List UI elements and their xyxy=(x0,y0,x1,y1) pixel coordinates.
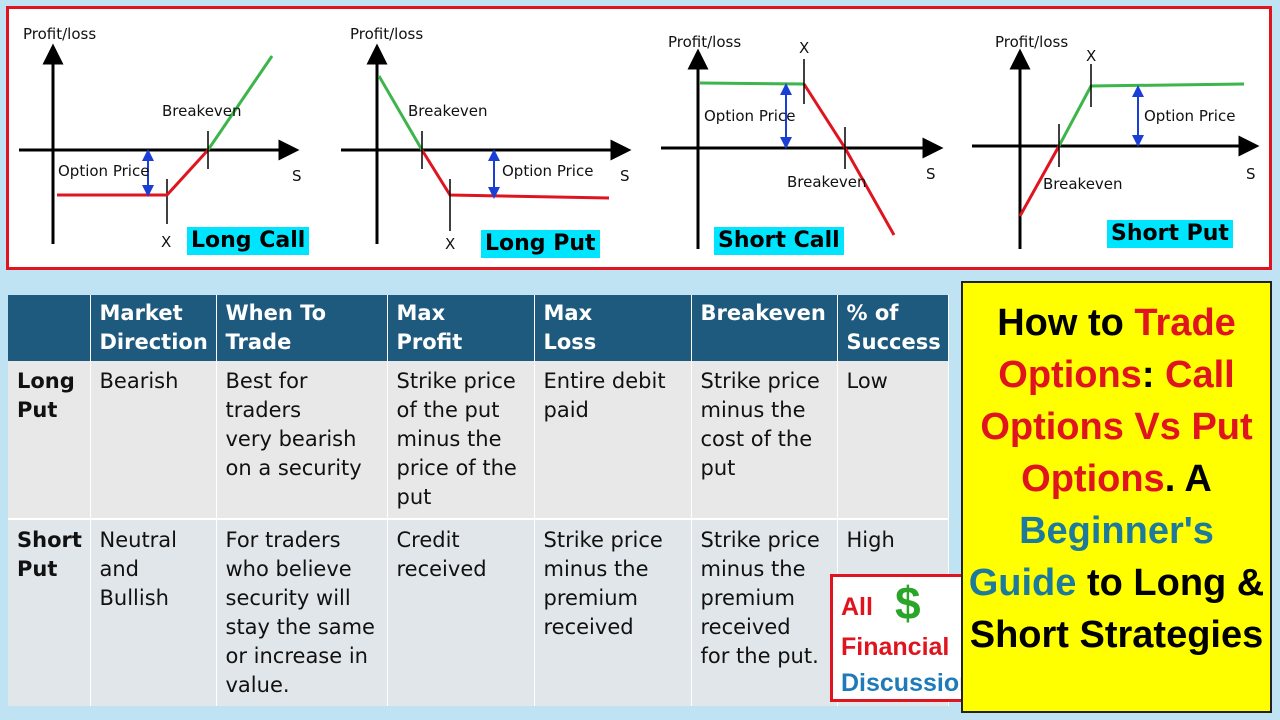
dollar-icon: $ xyxy=(895,577,921,629)
profit-loss-label: Profit/loss xyxy=(23,25,96,43)
diagram-short-call: Profit/loss X Option Price Breakeven S xyxy=(661,33,944,249)
spot-label: S xyxy=(620,167,630,185)
spot-label: S xyxy=(292,167,302,185)
logo-financial-text: Financial xyxy=(841,633,950,661)
title-part: : xyxy=(1141,354,1166,396)
title-box: How to Trade Options: Call Options Vs Pu… xyxy=(961,281,1272,713)
breakeven-label: Breakeven xyxy=(1043,175,1123,193)
header-breakeven: Breakeven xyxy=(691,295,838,361)
option-price-label: Option Price xyxy=(58,162,149,180)
title-short-put: Short Put xyxy=(1107,220,1233,248)
profit-line xyxy=(206,55,274,151)
header-cell xyxy=(8,295,91,361)
title-short-call: Short Call xyxy=(714,227,844,255)
spot-label: S xyxy=(926,165,936,183)
title-part: Beginner's Guide xyxy=(968,510,1214,604)
payoff-diagrams-svg: Profit/loss Breakeven Option Price X S P… xyxy=(19,25,1260,253)
diagram-short-put: Profit/loss X Option Price Breakeven S xyxy=(972,33,1260,249)
title-long-call: Long Call xyxy=(187,227,310,255)
table-cell: Bearish xyxy=(90,361,217,520)
breakeven-label: Breakeven xyxy=(787,173,867,191)
strike-label: X xyxy=(161,233,171,251)
title-part: How to xyxy=(997,302,1135,344)
logo-all-text: All xyxy=(841,593,873,621)
loss-line xyxy=(1018,145,1061,217)
page-title: How to Trade Options: Call Options Vs Pu… xyxy=(963,297,1270,661)
strike-label: X xyxy=(799,39,809,57)
profit-line xyxy=(377,75,424,151)
title-part: to Long & Short Strategies xyxy=(969,562,1265,656)
option-price-label: Option Price xyxy=(1144,107,1235,125)
title-long-put: Long Put xyxy=(481,230,600,258)
breakeven-label: Breakeven xyxy=(162,102,242,120)
profit-loss-label: Profit/loss xyxy=(668,33,741,51)
loss-line xyxy=(57,148,210,197)
breakeven-label: Breakeven xyxy=(408,102,488,120)
all-financial-discussion-logo: All $ Financial Discussion xyxy=(830,574,974,702)
strike-label: X xyxy=(1086,47,1096,65)
title-part: . A xyxy=(1164,458,1212,500)
table-cell: Low xyxy=(837,361,949,520)
profit-loss-label: Profit/loss xyxy=(995,33,1068,51)
profit-line xyxy=(699,81,805,86)
loss-line xyxy=(802,83,896,236)
profit-loss-label: Profit/loss xyxy=(350,25,423,43)
title-part: Call Options Vs Put Options xyxy=(980,354,1253,500)
logo-discussion-text: Discussion xyxy=(841,669,975,697)
strike-label: X xyxy=(445,235,455,253)
option-price-label: Option Price xyxy=(704,107,795,125)
spot-label: S xyxy=(1246,165,1256,183)
title-part: Trade Options xyxy=(998,302,1236,396)
option-price-label: Option Price xyxy=(502,162,593,180)
payoff-diagrams-panel: Profit/loss Breakeven Option Price X S P… xyxy=(6,6,1272,270)
diagram-long-put: Profit/loss Breakeven Option Price X S xyxy=(341,25,632,253)
diagram-long-call: Profit/loss Breakeven Option Price X S xyxy=(19,25,302,251)
